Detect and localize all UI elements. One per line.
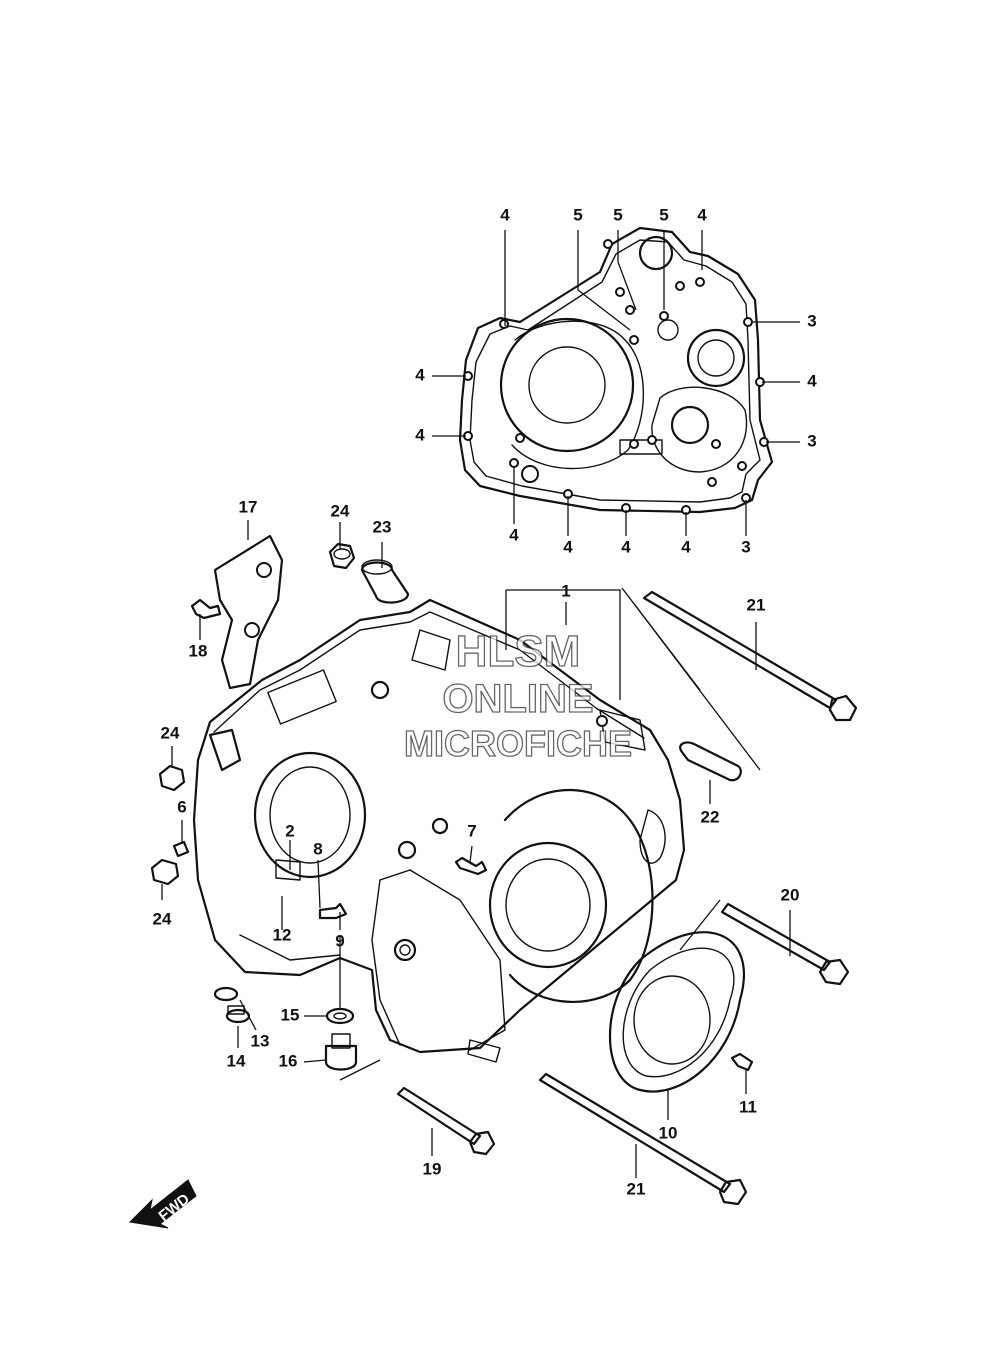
svg-text:MICROFICHE: MICROFICHE [404,723,632,764]
callout-labels: 1 2 3 3 3 4 4 4 4 4 4 4 4 4 4 5 5 5 6 7 … [153,205,818,1198]
leader-lines [161,230,800,1178]
washer-13 [213,986,239,1002]
callout-6: 6 [177,797,186,816]
plug-14 [225,1005,251,1024]
callout-9: 9 [335,931,344,950]
callout-24: 24 [153,909,172,928]
watermark: HLSM ONLINE MICROFICHE [403,626,632,764]
callout-12: 12 [273,925,292,944]
callout-4: 4 [563,537,573,556]
callout-23: 23 [373,517,392,536]
callout-10: 10 [659,1123,678,1142]
bolt-11 [730,1052,754,1072]
plug-16 [324,1033,358,1071]
nut-24-mid [158,764,186,792]
callout-14: 14 [227,1051,246,1070]
callout-18: 18 [189,641,208,660]
callout-19: 19 [423,1159,442,1178]
bolt-18 [190,598,222,620]
callout-5: 5 [659,205,668,224]
callout-2: 2 [285,821,294,840]
callout-24: 24 [331,501,350,520]
callout-4: 4 [509,525,519,544]
fwd-arrow-icon: FWD [128,1179,197,1229]
gasket-15 [325,1007,355,1025]
callout-13: 13 [251,1031,270,1050]
callout-15: 15 [281,1005,300,1024]
bolt-9 [318,902,348,920]
callout-24: 24 [161,723,180,742]
callout-5: 5 [613,205,622,224]
callout-16: 16 [279,1051,298,1070]
callout-22: 22 [701,807,720,826]
callout-3: 3 [807,311,816,330]
callout-1: 1 [561,581,570,600]
callout-7: 7 [467,821,476,840]
cover-10 [608,931,746,1093]
svg-text:HLSM: HLSM [456,627,581,676]
callout-17: 17 [239,497,258,516]
bolt-19 [396,1086,496,1156]
svg-text:ONLINE: ONLINE [442,677,593,721]
callout-3: 3 [741,537,750,556]
callout-3: 3 [807,431,816,450]
callout-4: 4 [697,205,707,224]
callout-4: 4 [415,365,425,384]
bolt-21-bottom [538,1072,748,1206]
bolt-7 [454,856,488,876]
callout-11: 11 [739,1097,757,1116]
callout-8: 8 [313,839,322,858]
callout-20: 20 [781,885,800,904]
callout-4: 4 [807,371,817,390]
crankcase-body [192,598,686,1063]
nut-24-low [150,858,180,886]
dowel-23 [360,559,410,604]
callout-5: 5 [573,205,582,224]
callout-4: 4 [415,425,425,444]
bolt-21-top [642,590,858,722]
plug-6 [172,840,190,858]
crankcase-gasket [458,226,774,515]
callout-4: 4 [681,537,691,556]
callout-21: 21 [627,1179,646,1198]
nut-24-top [328,542,356,570]
bracket-17 [213,534,284,690]
dowel-22 [679,741,742,782]
bolt-20 [720,902,850,986]
callout-21: 21 [747,595,766,614]
callout-4: 4 [621,537,631,556]
callout-4: 4 [500,205,510,224]
